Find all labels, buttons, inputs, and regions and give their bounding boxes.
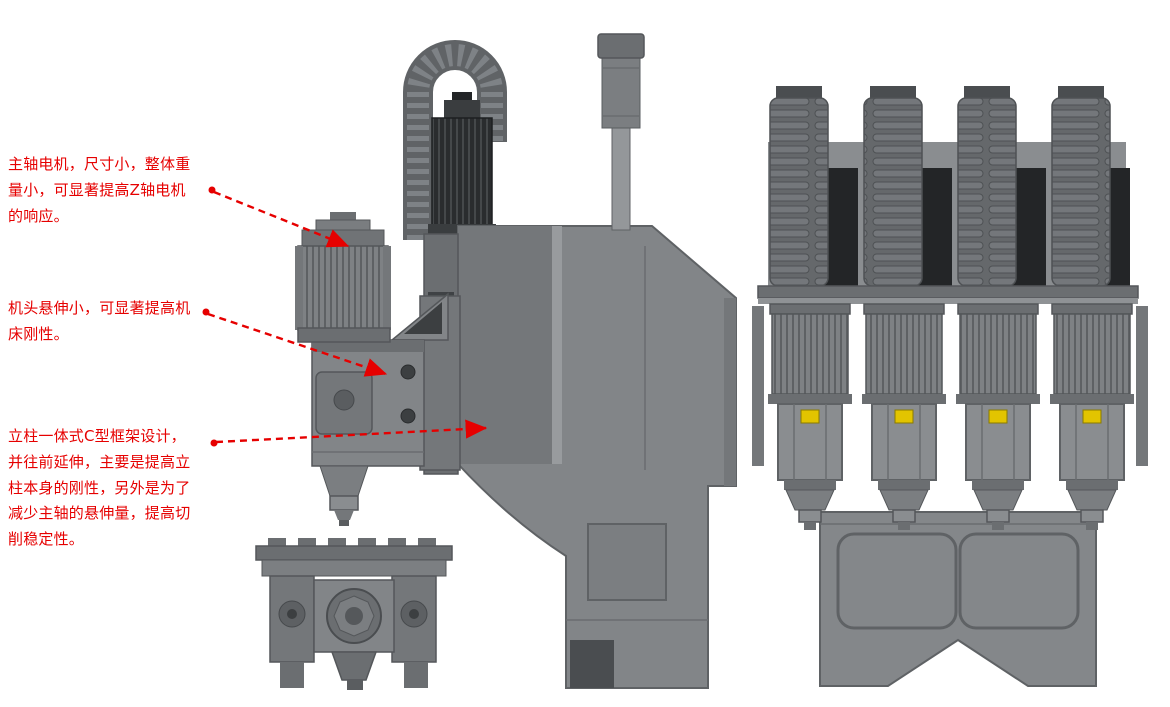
annotation-spindle-motor: 主轴电机，尺寸小，整体重量小，可显著提高Z轴电机的响应。 (8, 152, 193, 229)
cable-chain-icon (957, 86, 1017, 287)
side-plate-left (752, 306, 764, 466)
spindle-nose (319, 465, 369, 526)
dashed-arrow-icon (202, 308, 388, 377)
spindle-unit (956, 303, 1040, 530)
annotation-text: 立柱一体式C型框架设计，并往前延伸，主要是提高立柱本身的刚性，另外是为了减少主轴… (8, 427, 191, 549)
rotary-table-assembly (255, 538, 453, 690)
side-view-machine (255, 33, 737, 690)
annotation-arrows (202, 186, 488, 447)
cable-chain-icon (769, 86, 829, 287)
machine-base (819, 511, 1097, 687)
side-plate-right (1136, 306, 1148, 466)
annotation-text: 机头悬伸小，可显著提高机床刚性。 (8, 299, 191, 343)
annotation-column-frame: 立柱一体式C型框架设计，并往前延伸，主要是提高立柱本身的刚性，另外是为了减少主轴… (8, 424, 200, 553)
spindle-unit (768, 303, 852, 530)
warning-label-icon (894, 409, 914, 424)
warning-label-icon (1082, 409, 1102, 424)
warning-label-icon (800, 409, 820, 424)
dashed-arrow-icon (210, 419, 488, 447)
cable-chain-icon (403, 40, 507, 240)
cable-chain-icon (1051, 86, 1111, 287)
z-axis-motor (428, 92, 496, 234)
cross-beam (757, 285, 1139, 304)
annotation-text: 主轴电机，尺寸小，整体重量小，可显著提高Z轴电机的响应。 (8, 155, 191, 225)
counterbalance-cylinder (597, 33, 645, 231)
front-cable-chains (769, 86, 1111, 287)
spindle-head (311, 339, 425, 467)
front-spindle-units (768, 303, 1134, 530)
spindle-motor (295, 212, 391, 343)
table-top-plate (255, 538, 453, 577)
z-axis-rail (419, 233, 461, 475)
dashed-arrow-icon (208, 186, 350, 248)
cable-chain-icon (863, 86, 923, 287)
annotation-head-overhang: 机头悬伸小，可显著提高机床刚性。 (8, 296, 193, 348)
front-view-machine (752, 86, 1148, 687)
machine-column (457, 225, 737, 689)
spindle-unit (1050, 303, 1134, 530)
spindle-unit (862, 303, 946, 530)
warning-label-icon (988, 409, 1008, 424)
